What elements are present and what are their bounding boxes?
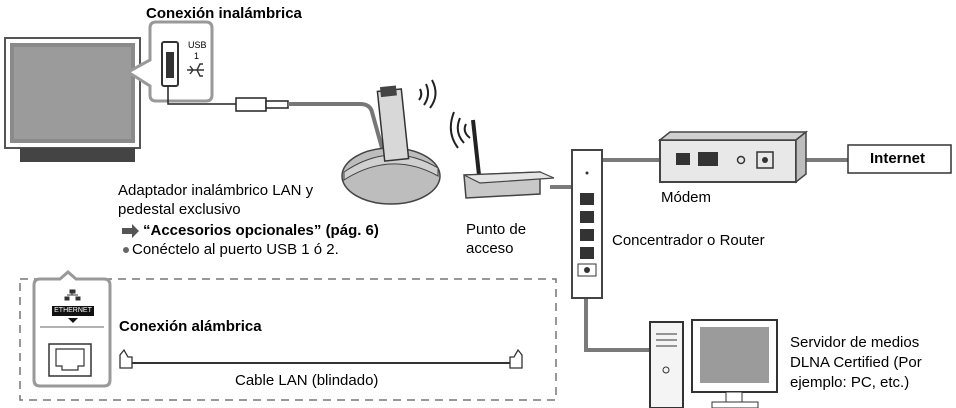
media-server-label-line2: DLNA Certified (Por bbox=[790, 354, 922, 371]
wired-connection-box bbox=[19, 278, 557, 401]
ethernet-port-callout bbox=[32, 270, 112, 388]
adapter-label-line2: pedestal exclusivo bbox=[118, 201, 241, 218]
arrow-icon bbox=[122, 224, 139, 238]
usb-connection-note: Conéctelo al puerto USB 1 ó 2. bbox=[132, 241, 339, 258]
modem-label: Módem bbox=[661, 189, 712, 206]
accessories-reference-link[interactable]: “Accesorios opcionales” (pág. 6) bbox=[143, 222, 379, 239]
lan-cable bbox=[119, 348, 523, 369]
wireless-connection-title: Conexión inalámbrica bbox=[146, 5, 302, 22]
media-server-label-line3: ejemplo: PC, etc.) bbox=[790, 374, 910, 391]
usb-cable bbox=[167, 86, 384, 149]
media-server-label-line1: Servidor de medios bbox=[790, 334, 920, 351]
modem-icon bbox=[657, 130, 809, 184]
access-point-label-line1: Punto de bbox=[466, 221, 527, 238]
internet-label: Internet bbox=[870, 150, 926, 167]
pc-media-server-icon bbox=[649, 319, 778, 408]
adapter-label-line1: Adaptador inalámbrico LAN y bbox=[118, 182, 314, 199]
adapter-wireless-signal-icon bbox=[418, 79, 437, 109]
usb-icon bbox=[187, 63, 204, 77]
hub-router-icon bbox=[571, 149, 603, 299]
wireless-lan-adapter-icon bbox=[341, 85, 441, 205]
ethernet-label: ETHERNET bbox=[54, 307, 92, 314]
access-point-label-line2: acceso bbox=[466, 240, 514, 257]
wired-connection-title: Conexión alámbrica bbox=[119, 318, 262, 335]
lan-cable-label: Cable LAN (blindado) bbox=[235, 372, 379, 389]
hub-router-label: Concentrador o Router bbox=[612, 232, 765, 249]
usb-port-number: 1 bbox=[194, 51, 200, 61]
access-point-wireless-signal-icon bbox=[449, 111, 471, 149]
network-icon bbox=[64, 289, 81, 301]
tv-icon bbox=[4, 37, 141, 162]
bullet-icon bbox=[123, 247, 129, 253]
internet-box bbox=[847, 144, 952, 174]
usb-port-callout bbox=[125, 20, 214, 103]
usb-label: USB bbox=[188, 40, 207, 50]
access-point-icon bbox=[463, 119, 555, 199]
